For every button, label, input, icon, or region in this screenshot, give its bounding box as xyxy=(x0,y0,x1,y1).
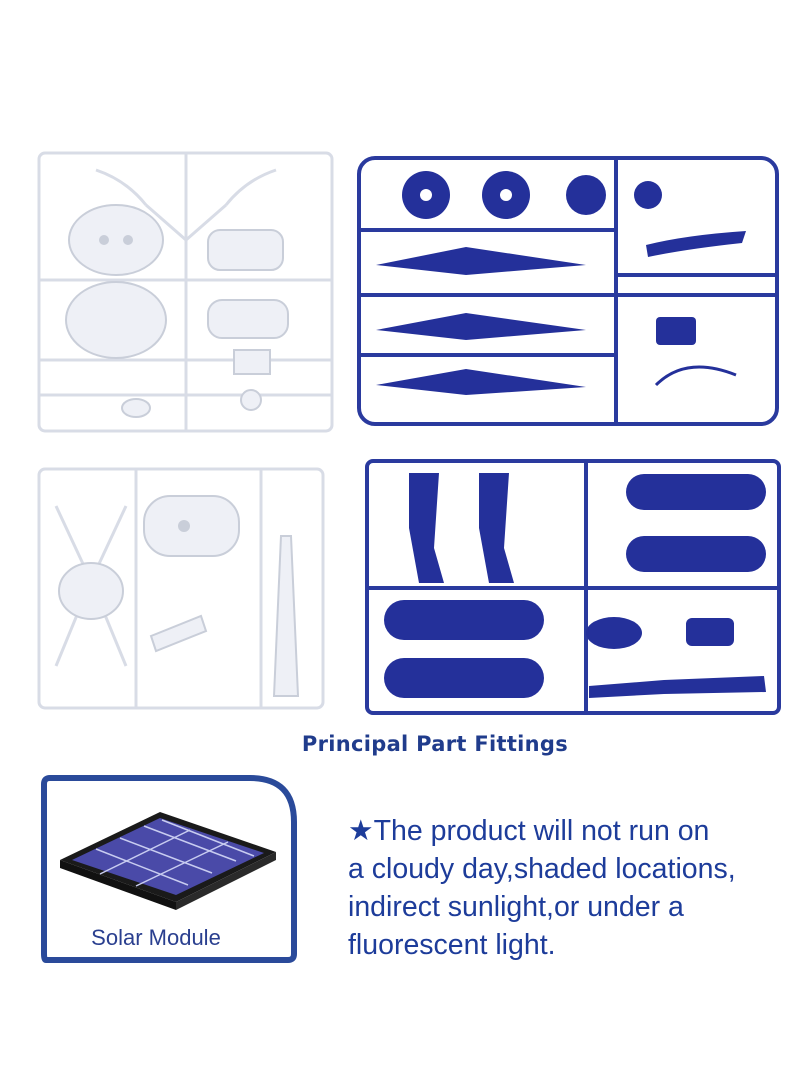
warning-line-4: fluorescent light. xyxy=(348,929,556,961)
solar-module-box xyxy=(41,775,297,963)
principal-part-fittings-caption: Principal Part Fittings xyxy=(301,732,569,756)
warning-line-3: indirect sunlight,or under a xyxy=(348,891,684,923)
warning-line-2: a cloudy day,shaded locations, xyxy=(348,853,736,885)
usage-warning-note: ★The product will not run on a cloudy da… xyxy=(348,812,798,964)
solar-module-label: Solar Module xyxy=(91,925,221,950)
warning-line-1: ★The product will not run on xyxy=(348,815,710,847)
solar-panel-icon xyxy=(60,812,276,910)
star-icon: ★ xyxy=(348,815,374,847)
blue-sprue-frame-bottom xyxy=(365,459,781,715)
white-sprue-frame-bottom xyxy=(37,467,325,710)
white-sprue-frame-top xyxy=(37,151,334,433)
blue-sprue-frame-top xyxy=(357,156,779,426)
